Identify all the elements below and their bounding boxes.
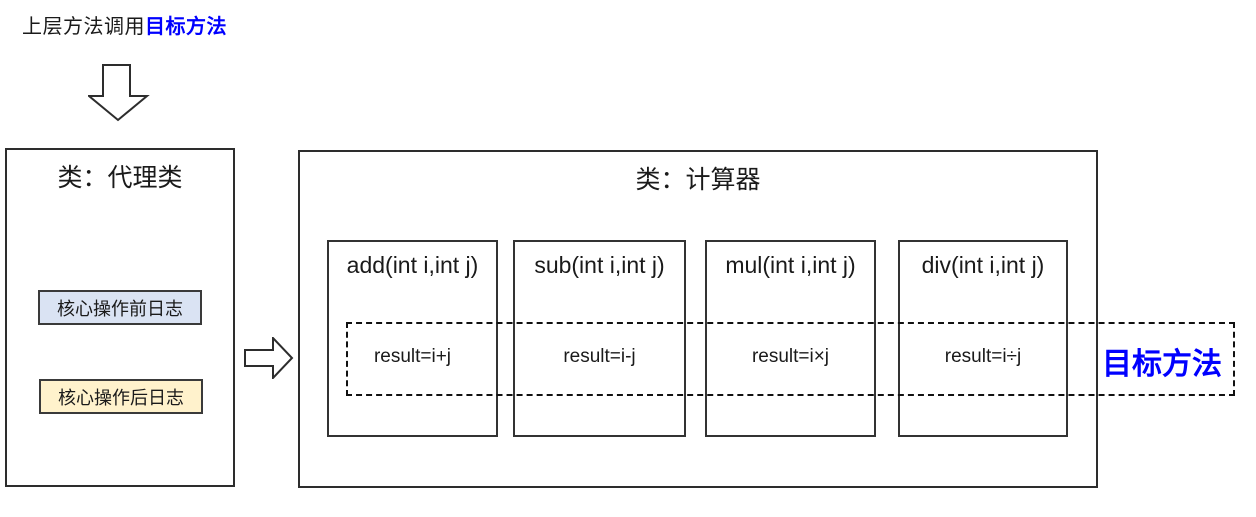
method-signature-div: div(int i,int j) <box>921 252 1045 278</box>
method-box-add: add(int i,int j) result=i+j <box>327 240 498 437</box>
proxy-class-title: 类：代理类 <box>57 164 183 192</box>
method-body-div: result=i÷j <box>944 346 1022 367</box>
after-log-box: 核心操作后日志 <box>39 379 203 414</box>
method-box-div: div(int i,int j) result=i÷j <box>898 240 1068 437</box>
method-signature-mul: mul(int i,int j) <box>725 252 856 278</box>
top-caption-prefix: 上层方法调用 <box>22 16 145 38</box>
method-box-mul: mul(int i,int j) result=i×j <box>705 240 876 437</box>
method-signature-sub: sub(int i,int j) <box>534 252 665 278</box>
right-arrow-icon <box>244 337 294 379</box>
method-body-mul: result=i×j <box>751 346 830 367</box>
before-log-box: 核心操作前日志 <box>38 290 202 325</box>
down-arrow-icon <box>88 64 150 122</box>
top-caption-target-method: 目标方法 <box>145 16 227 38</box>
proxy-class-box: 类：代理类 核心操作前日志 核心操作后日志 <box>5 148 235 487</box>
calculator-class-title: 类：计算器 <box>635 166 761 194</box>
method-signature-add: add(int i,int j) <box>346 252 479 278</box>
method-body-add: result=i+j <box>373 346 452 367</box>
top-caption: 上层方法调用目标方法 <box>22 10 227 39</box>
method-box-sub: sub(int i,int j) result=i-j <box>513 240 686 437</box>
calculator-class-box: 类：计算器 add(int i,int j) result=i+j sub(in… <box>298 150 1098 488</box>
method-body-sub: result=i-j <box>563 346 636 367</box>
target-method-label: 目标方法 <box>1102 348 1222 381</box>
